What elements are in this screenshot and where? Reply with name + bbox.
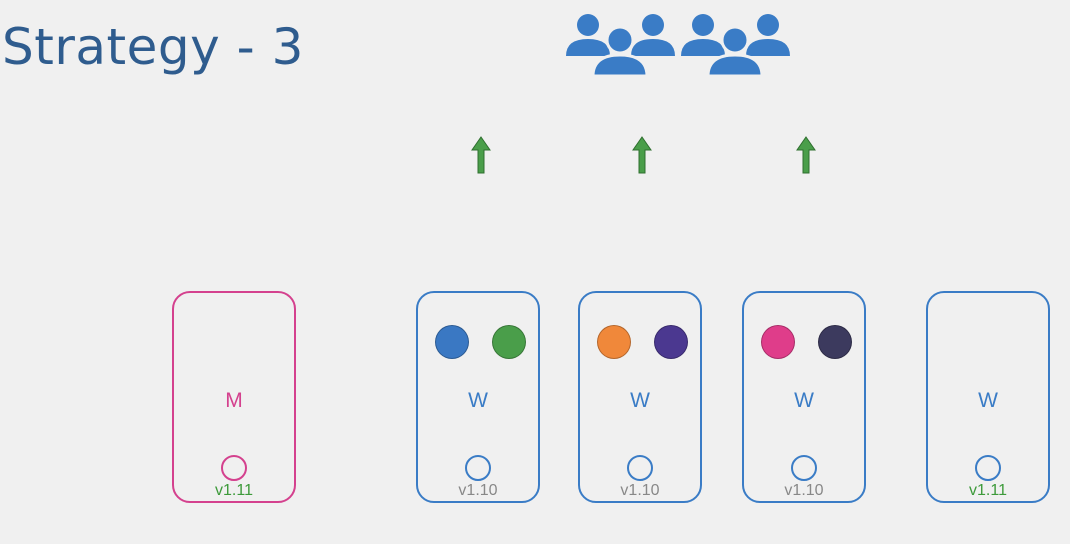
master-node[interactable]: M v1.11 [172,291,296,503]
node-version: v1.10 [784,482,824,499]
node-label: M [225,389,243,412]
node-label: W [468,389,488,412]
up-arrow-icon [632,136,652,174]
up-arrow-icon [796,136,816,174]
kubelet-ring-icon [791,455,817,481]
pod-icon [654,325,688,359]
worker-node-3[interactable]: W v1.10 [742,291,866,503]
pod-icon [818,325,852,359]
worker-node-2[interactable]: W v1.10 [578,291,702,503]
users-group-icon [566,14,790,78]
node-version: v1.11 [215,482,253,499]
node-label: W [794,389,814,412]
up-arrow-icon [471,136,491,174]
worker-node-1[interactable]: W v1.10 [416,291,540,503]
page-title: Strategy - 3 [2,18,304,76]
kubelet-ring-icon [627,455,653,481]
kubelet-ring-icon [465,455,491,481]
pod-icon [761,325,795,359]
node-version: v1.10 [458,482,498,499]
node-label: W [630,389,650,412]
pod-icon [597,325,631,359]
kubelet-ring-icon [221,455,247,481]
worker-node-4[interactable]: W v1.11 [926,291,1050,503]
node-version: v1.10 [620,482,660,499]
pod-icon [435,325,469,359]
kubelet-ring-icon [975,455,1001,481]
node-version: v1.11 [969,482,1007,499]
pod-icon [492,325,526,359]
node-label: W [978,389,998,412]
